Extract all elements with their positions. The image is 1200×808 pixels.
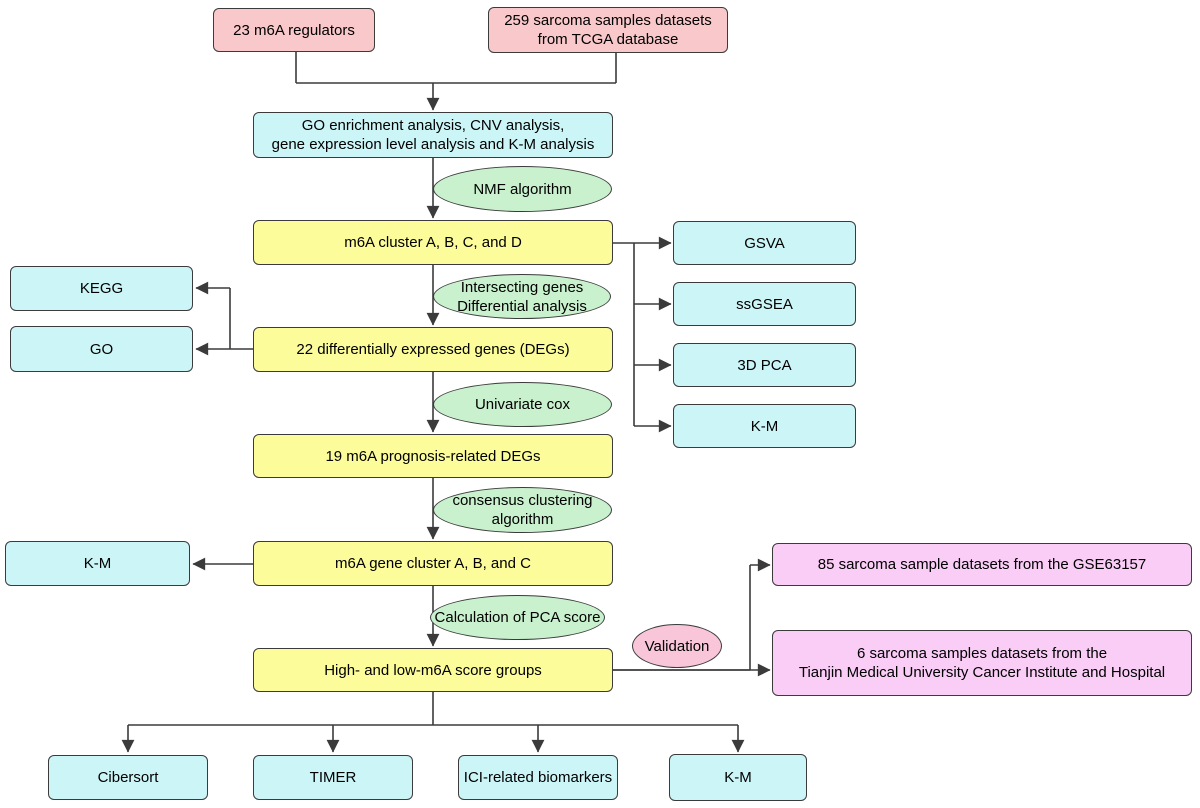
node-label: NMF algorithm <box>473 180 572 198</box>
node-ici-biomarkers: ICI-related biomarkers <box>458 755 618 800</box>
node-label: ICI-related biomarkers <box>463 769 613 786</box>
node-km-bottom: K-M <box>669 754 807 801</box>
ellipse-univariate-cox: Univariate cox <box>433 382 612 427</box>
node-cibersort: Cibersort <box>48 755 208 800</box>
ellipse-consensus-clustering: consensus clustering algorithm <box>433 487 612 533</box>
node-kegg: KEGG <box>10 266 193 311</box>
node-label: 259 sarcoma samples datasets from TCGA d… <box>504 12 712 48</box>
node-label: 85 sarcoma sample datasets from the GSE6… <box>817 556 1147 573</box>
node-tianjin-datasets: 6 sarcoma samples datasets from the Tian… <box>772 630 1192 696</box>
node-tcga-datasets: 259 sarcoma samples datasets from TCGA d… <box>488 7 728 53</box>
node-label: High- and low-m6A score groups <box>324 661 542 679</box>
node-gse63157-datasets: 85 sarcoma sample datasets from the GSE6… <box>772 543 1192 586</box>
ellipse-pca-score-calculation: Calculation of PCA score <box>430 595 605 640</box>
node-m6a-regulators: 23 m6A regulators <box>213 8 375 52</box>
node-label: ssGSEA <box>736 295 793 313</box>
node-label: m6A gene cluster A, B, and C <box>335 555 531 572</box>
node-19-degs: 19 m6A prognosis-related DEGs <box>253 434 613 478</box>
node-label: 6 sarcoma samples datasets from the Tian… <box>798 645 1166 681</box>
node-22-degs: 22 differentially expressed genes (DEGs) <box>253 327 613 372</box>
node-label: K-M <box>83 555 112 572</box>
node-label: GO enrichment analysis, CNV analysis, ge… <box>271 117 595 153</box>
node-label: 19 m6A prognosis-related DEGs <box>325 447 541 465</box>
node-label: TIMER <box>309 769 357 786</box>
node-ssgsea: ssGSEA <box>673 282 856 326</box>
node-km-right: K-M <box>673 404 856 448</box>
node-label: K-M <box>724 769 752 786</box>
node-label: 22 differentially expressed genes (DEGs) <box>296 341 570 358</box>
node-label: GSVA <box>744 234 785 252</box>
node-label: consensus clustering algorithm <box>452 492 593 528</box>
node-label: 3D PCA <box>737 356 792 374</box>
node-label: Calculation of PCA score <box>434 609 601 626</box>
node-gsva: GSVA <box>673 221 856 265</box>
ellipse-intersecting-genes: Intersecting genes Differential analysis <box>433 274 611 319</box>
node-label: 23 m6A regulators <box>233 21 355 39</box>
node-label: m6A cluster A, B, C, and D <box>344 234 522 251</box>
node-m6a-cluster-abcd: m6A cluster A, B, C, and D <box>253 220 613 265</box>
node-3d-pca: 3D PCA <box>673 343 856 387</box>
node-label: Univariate cox <box>474 396 571 413</box>
ellipse-nmf-algorithm: NMF algorithm <box>433 166 612 212</box>
node-label: Cibersort <box>97 769 159 786</box>
node-go-cnv-analysis: GO enrichment analysis, CNV analysis, ge… <box>253 112 613 158</box>
node-timer: TIMER <box>253 755 413 800</box>
node-label: K-M <box>750 417 779 435</box>
node-km-left: K-M <box>5 541 190 586</box>
node-label: KEGG <box>79 280 124 297</box>
node-label: GO <box>89 340 114 358</box>
node-score-groups: High- and low-m6A score groups <box>253 648 613 692</box>
ellipse-validation: Validation <box>632 624 722 668</box>
node-m6a-gene-cluster: m6A gene cluster A, B, and C <box>253 541 613 586</box>
node-label: Intersecting genes Differential analysis <box>457 278 587 315</box>
node-label: Validation <box>644 637 710 655</box>
node-go: GO <box>10 326 193 372</box>
